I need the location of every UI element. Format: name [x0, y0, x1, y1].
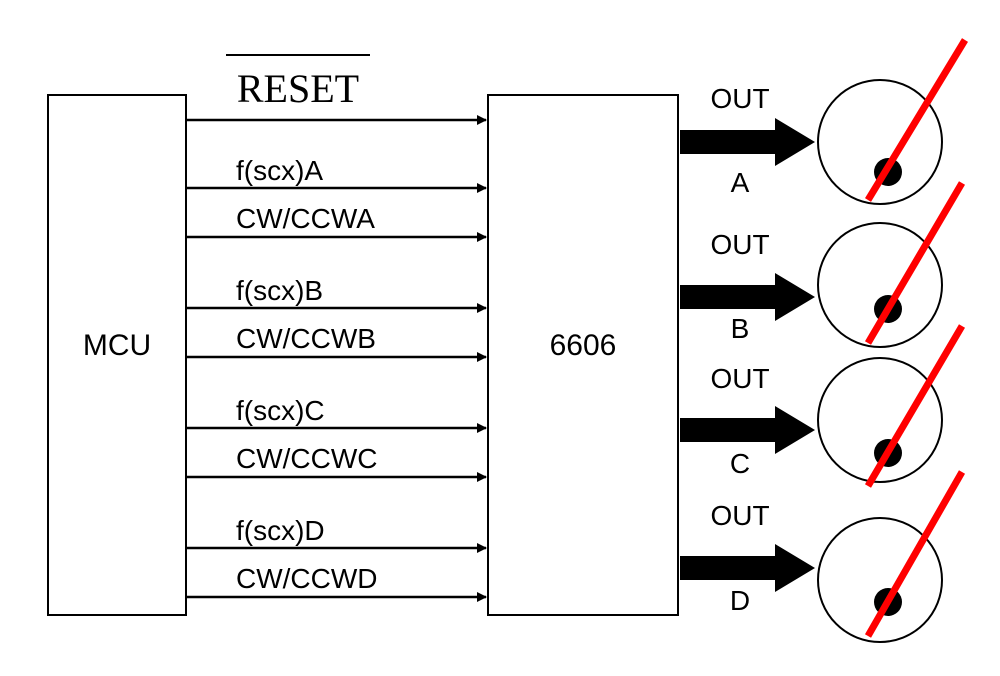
out-channel-label: C	[730, 448, 750, 479]
out-label: OUT	[710, 83, 769, 114]
freq-label: f(scx)A	[236, 155, 323, 186]
freq-label: f(scx)D	[236, 515, 325, 546]
direction-label: CW/CCWA	[236, 203, 375, 234]
gauge-needle	[865, 38, 968, 202]
freq-label: f(scx)B	[236, 275, 323, 306]
channel-c: f(scx)C CW/CCWC OUT C	[186, 324, 966, 488]
out-label: OUT	[710, 363, 769, 394]
output-arrow	[680, 273, 815, 321]
output-arrow	[680, 118, 815, 166]
output-arrow	[680, 544, 815, 592]
mcu-label: MCU	[83, 329, 151, 362]
mcu-block	[47, 94, 187, 616]
direction-label: CW/CCWB	[236, 323, 376, 354]
gauge-needle	[864, 324, 966, 488]
stepper-gauge-dial	[817, 357, 943, 483]
out-channel-label: B	[731, 313, 750, 344]
out-label: OUT	[710, 229, 769, 260]
stepper-gauge-dial	[817, 517, 943, 643]
reset-label: RESET	[237, 66, 359, 111]
direction-label: CW/CCWC	[236, 443, 378, 474]
freq-label: f(scx)C	[236, 395, 325, 426]
direction-label: CW/CCWD	[236, 563, 378, 594]
stepper-gauge-dial	[817, 79, 943, 205]
driver-chip-block	[487, 94, 679, 616]
out-channel-label: D	[730, 585, 750, 616]
out-channel-label: A	[731, 167, 750, 198]
channel-a: f(scx)A CW/CCWA OUT A	[186, 38, 968, 242]
channel-d: f(scx)D CW/CCWD OUT D	[186, 470, 966, 643]
driver-chip-label: 6606	[550, 329, 617, 362]
channel-groups: f(scx)A CW/CCWA OUT A f(scx)B CW/CCWB OU…	[186, 38, 968, 643]
out-label: OUT	[710, 500, 769, 531]
gauge-needle	[864, 181, 966, 345]
stepper-gauge-dial	[817, 222, 943, 348]
gauge-needle	[864, 470, 966, 638]
output-arrow	[680, 406, 815, 454]
channel-b: f(scx)B CW/CCWB OUT B	[186, 181, 966, 362]
